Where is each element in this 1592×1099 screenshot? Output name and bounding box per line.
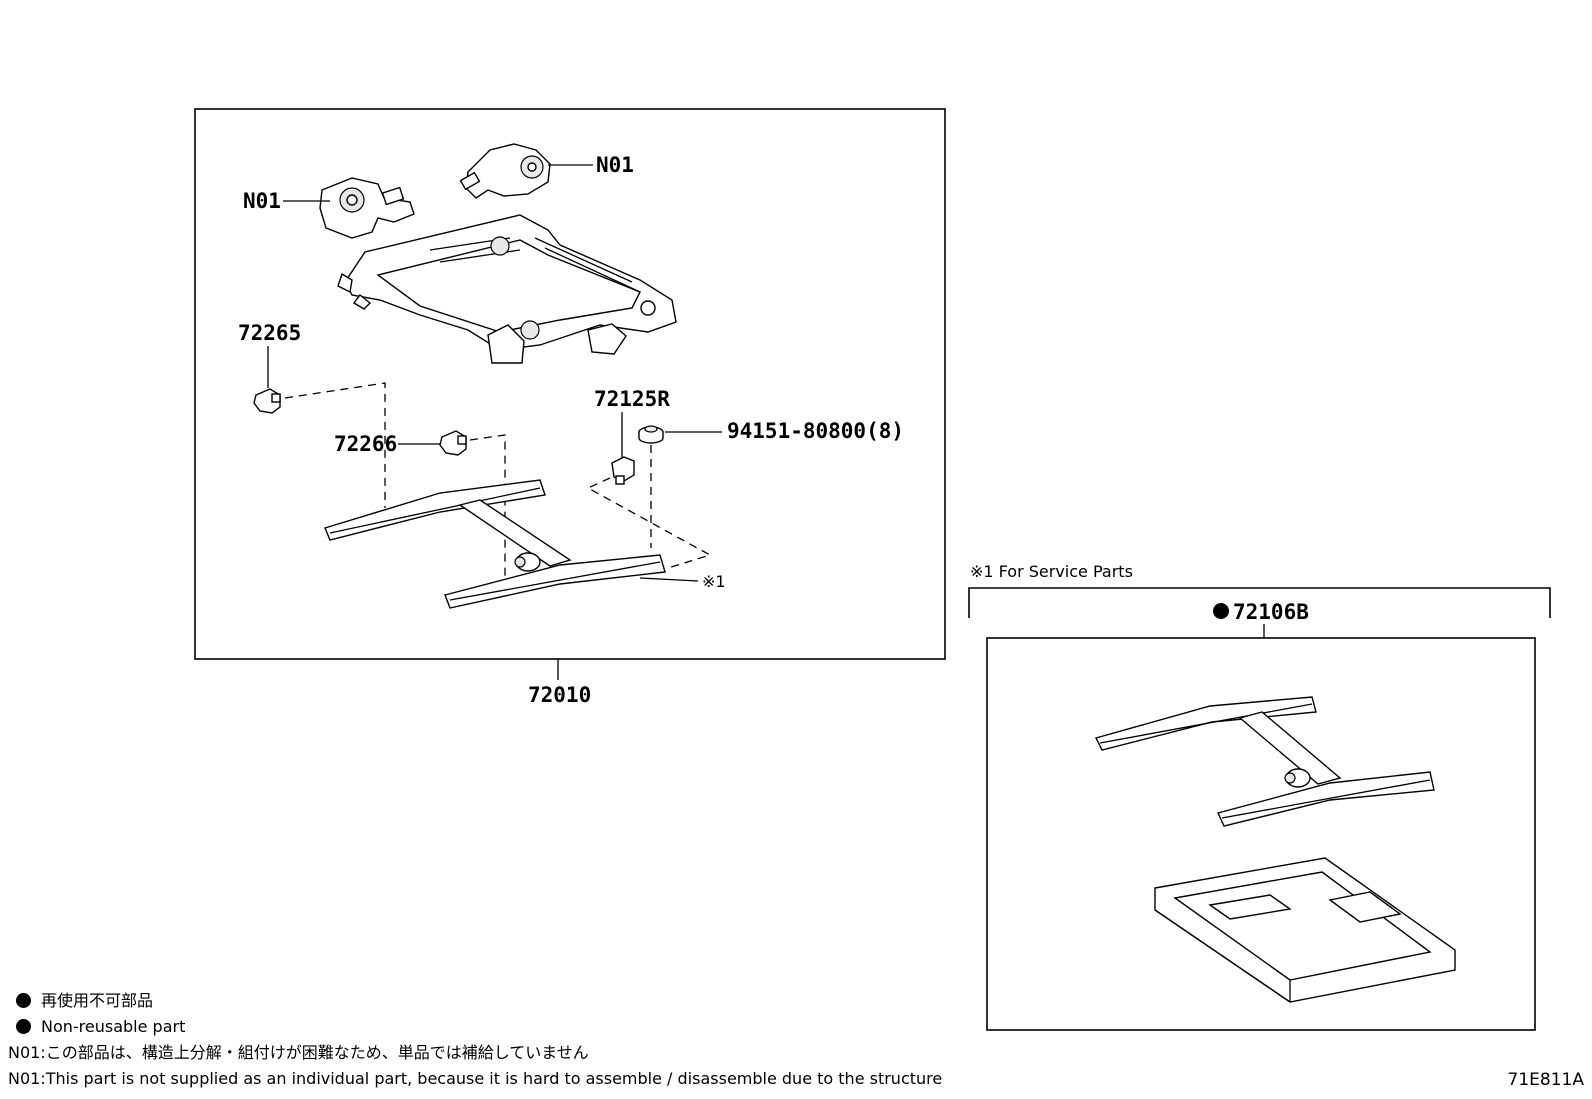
note-nonreusable-en: Non-reusable part [8,1014,942,1040]
nonreusable-dot-72106b [1213,603,1229,619]
assembly-frame-72010 [194,108,946,660]
dash-72265 [284,382,386,508]
dash-72125r [586,477,712,569]
callout-94151: 94151-80800(8) [727,419,904,443]
part-72266[interactable] [439,430,467,456]
seat-cushion-frame [337,214,677,364]
motor-n01-right[interactable] [459,143,551,199]
callout-ref1: ※1 [702,572,726,591]
part-72125r[interactable] [611,456,635,485]
service-bracket [968,587,1551,618]
diagram-id: 71E811A [1507,1070,1584,1090]
note-n01-en: N01:This part is not supplied as an indi… [8,1069,943,1088]
service-cushion-tray [1154,857,1456,1003]
seat-track-rails [324,479,699,609]
callout-72265: 72265 [238,321,301,345]
callout-n01-left: N01 [243,189,281,213]
callout-72266: 72266 [334,432,397,456]
notes-legend: 再使用不可部品 Non-reusable part N01:この部品は、構造上分… [8,988,942,1092]
note-nonreusable-jp: 再使用不可部品 [8,988,942,1014]
service-frame-72106b [986,637,1536,1031]
part-94151-nut[interactable] [638,425,664,444]
callout-72010: 72010 [528,683,591,707]
bullet-dot-icon [16,1019,31,1034]
note-n01-jp: N01:この部品は、構造上分解・組付けが困難なため、単品では補給していません [8,1043,589,1062]
motor-n01-left[interactable] [319,177,415,239]
part-72265[interactable] [253,388,281,414]
bullet-dot-icon [16,993,31,1008]
service-parts-heading: ※1 For Service Parts [970,562,1133,581]
dash-72266 [469,434,506,590]
callout-72125r: 72125R [594,387,670,411]
callout-72106b: 72106B [1233,600,1309,624]
callout-n01-right: N01 [596,153,634,177]
service-track-rails [1094,696,1435,827]
